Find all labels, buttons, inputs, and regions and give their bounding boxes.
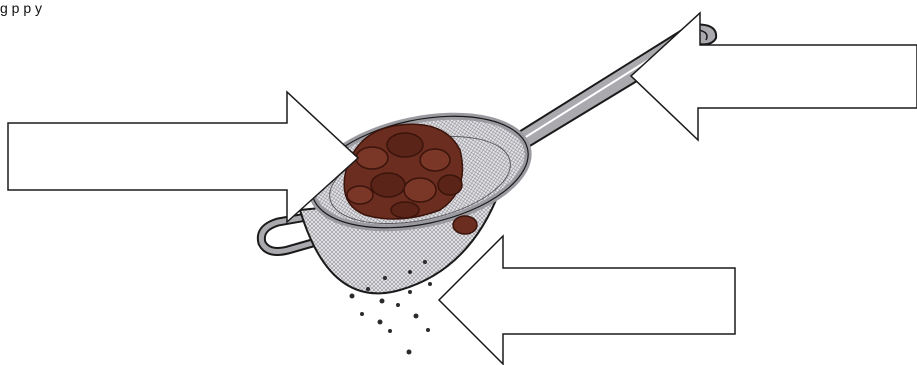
arrow-bottom-right-label-box [439, 236, 735, 364]
arrow-top-right-label-box [631, 13, 917, 140]
arrow-left-label-box [8, 92, 358, 222]
